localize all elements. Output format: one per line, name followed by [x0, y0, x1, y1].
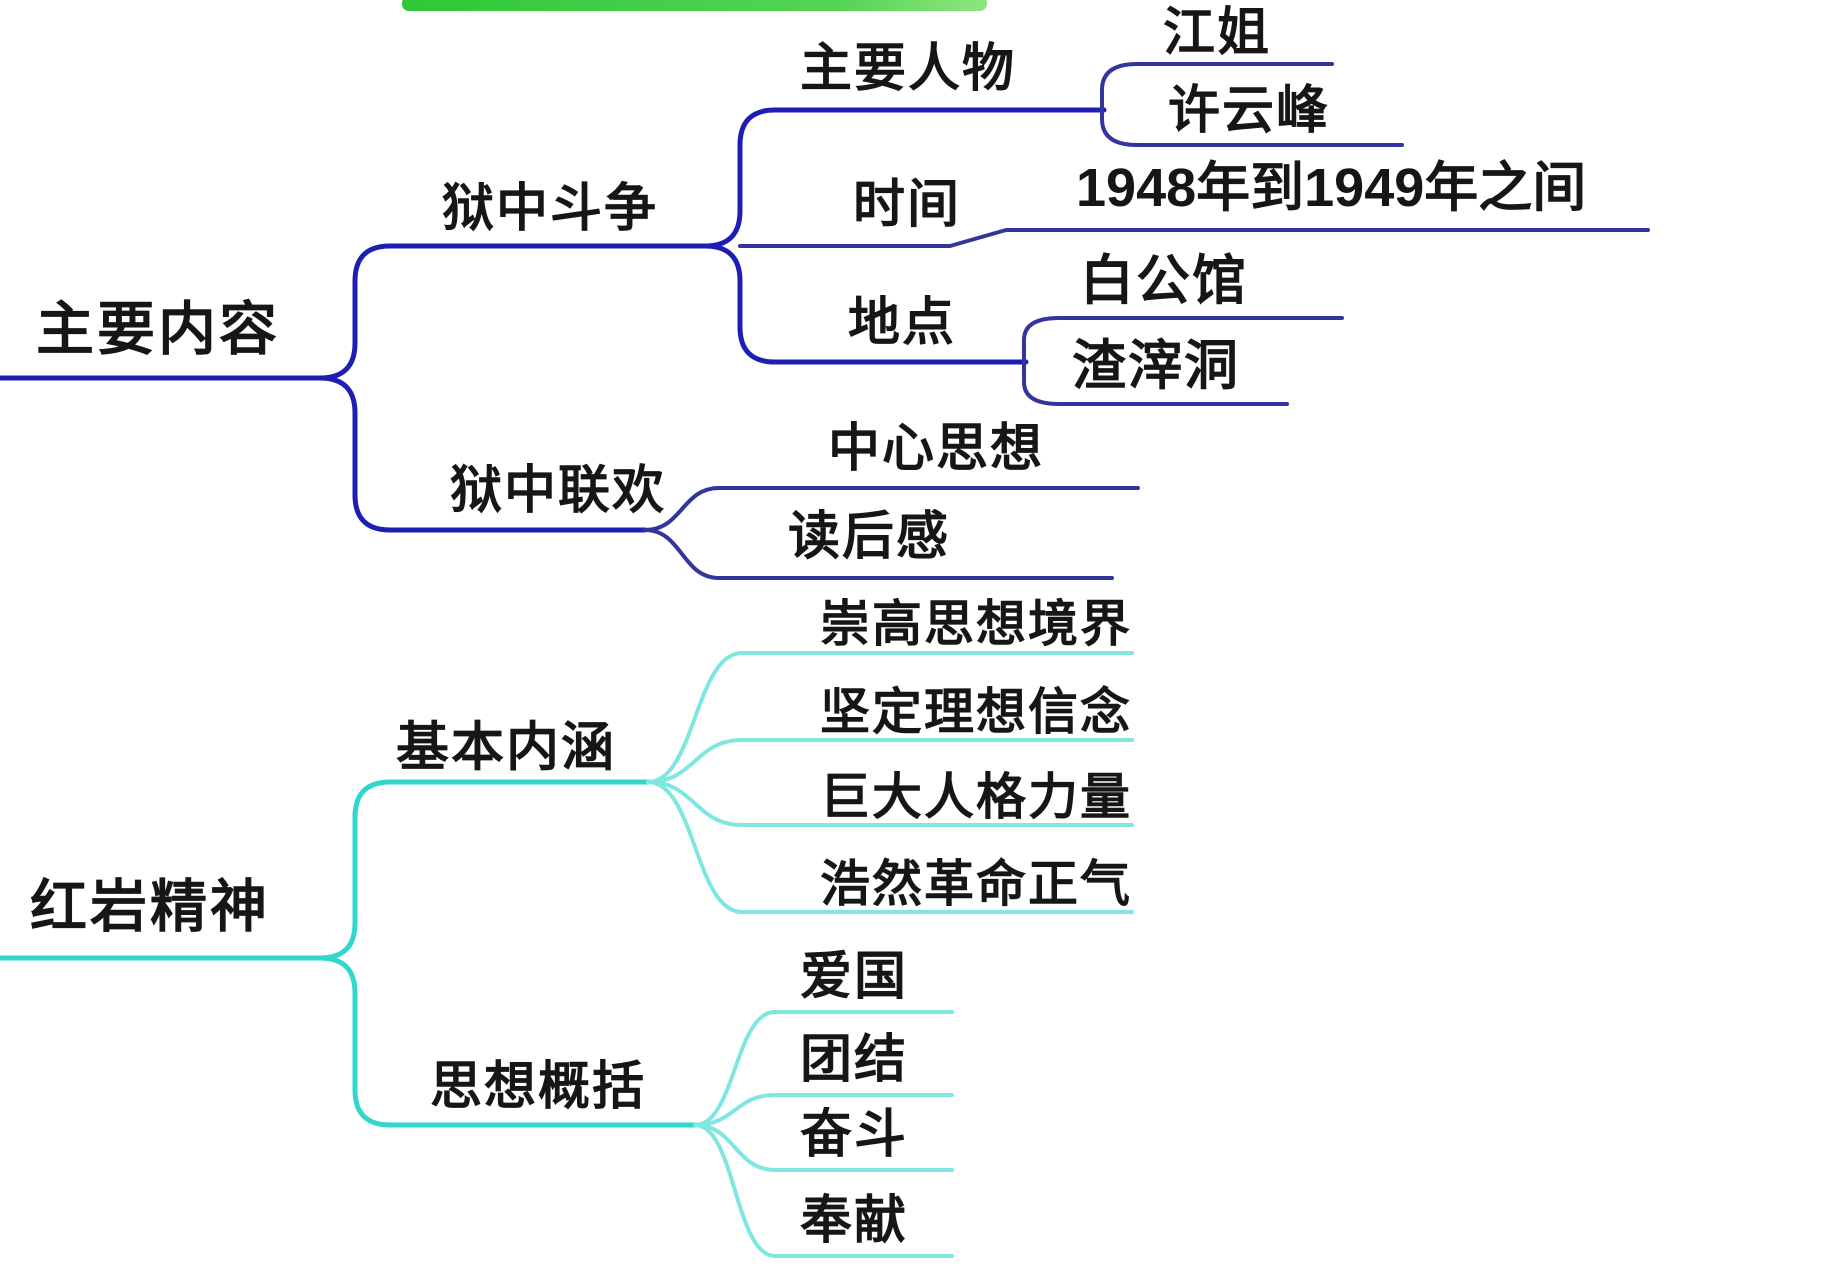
edge-personality-power [646, 780, 1134, 827]
edge-redcrag-trunk-up [0, 779, 651, 961]
node-firm-ideals[interactable]: 坚定理想信念 [820, 684, 1132, 740]
node-revolutionary-spirit[interactable]: 浩然革命正气 [820, 856, 1132, 912]
edge-lofty-ideology [646, 651, 1134, 784]
edge-place [702, 243, 1029, 365]
edge-time-value [738, 228, 1650, 248]
node-time[interactable]: 时间 [853, 176, 962, 234]
node-basic-connotation[interactable]: 基本内涵 [396, 718, 616, 777]
node-prison-struggle[interactable]: 狱中斗争 [442, 180, 659, 238]
node-bai-mansion[interactable]: 白公馆 [1080, 251, 1248, 311]
edge-striving [693, 1123, 954, 1172]
node-main-content[interactable]: 主要内容 [36, 297, 281, 362]
edge-main-characters [702, 107, 1107, 249]
node-main-characters[interactable]: 主要人物 [800, 40, 1017, 98]
node-thought-summary[interactable]: 思想概括 [430, 1058, 647, 1116]
edge-dedication [693, 1123, 954, 1258]
edge-maincontent-trunk-down [317, 375, 648, 533]
edge-bracket-characters [1100, 62, 1404, 147]
edge-reflection [643, 528, 1114, 580]
node-dedication[interactable]: 奉献 [800, 1192, 909, 1250]
node-redcrag-spirit[interactable]: 红岩精神 [30, 875, 270, 939]
edge-bracket-places [1022, 316, 1344, 406]
node-jiang-jie[interactable]: 江姐 [1163, 4, 1272, 62]
edge-unity [693, 1093, 954, 1127]
node-prison-gala[interactable]: 狱中联欢 [450, 462, 667, 520]
node-central-idea[interactable]: 中心思想 [828, 420, 1045, 478]
node-patriotism[interactable]: 爱国 [800, 948, 909, 1006]
node-lofty-ideology[interactable]: 崇高思想境界 [820, 596, 1132, 652]
node-reading-reflection[interactable]: 读后感 [788, 508, 951, 566]
node-zhazidong[interactable]: 渣滓洞 [1072, 336, 1240, 396]
edge-firm-ideals [646, 738, 1134, 784]
edge-redcrag-trunk-down [317, 955, 698, 1128]
node-striving[interactable]: 奋斗 [800, 1106, 909, 1164]
edge-patriotism [693, 1010, 954, 1127]
edge-revolutionary-spirit [646, 780, 1134, 914]
node-personality-power[interactable]: 巨大人格力量 [820, 769, 1132, 825]
node-xu-yunfeng[interactable]: 许云峰 [1168, 82, 1331, 140]
node-unity[interactable]: 团结 [800, 1031, 909, 1089]
green-highlight-bar [402, 0, 987, 11]
edge-central-idea [643, 486, 1140, 532]
edge-maincontent-trunk-up [0, 243, 708, 381]
node-time-range[interactable]: 1948年到1949年之间 [1076, 158, 1587, 218]
node-place[interactable]: 地点 [848, 294, 957, 352]
